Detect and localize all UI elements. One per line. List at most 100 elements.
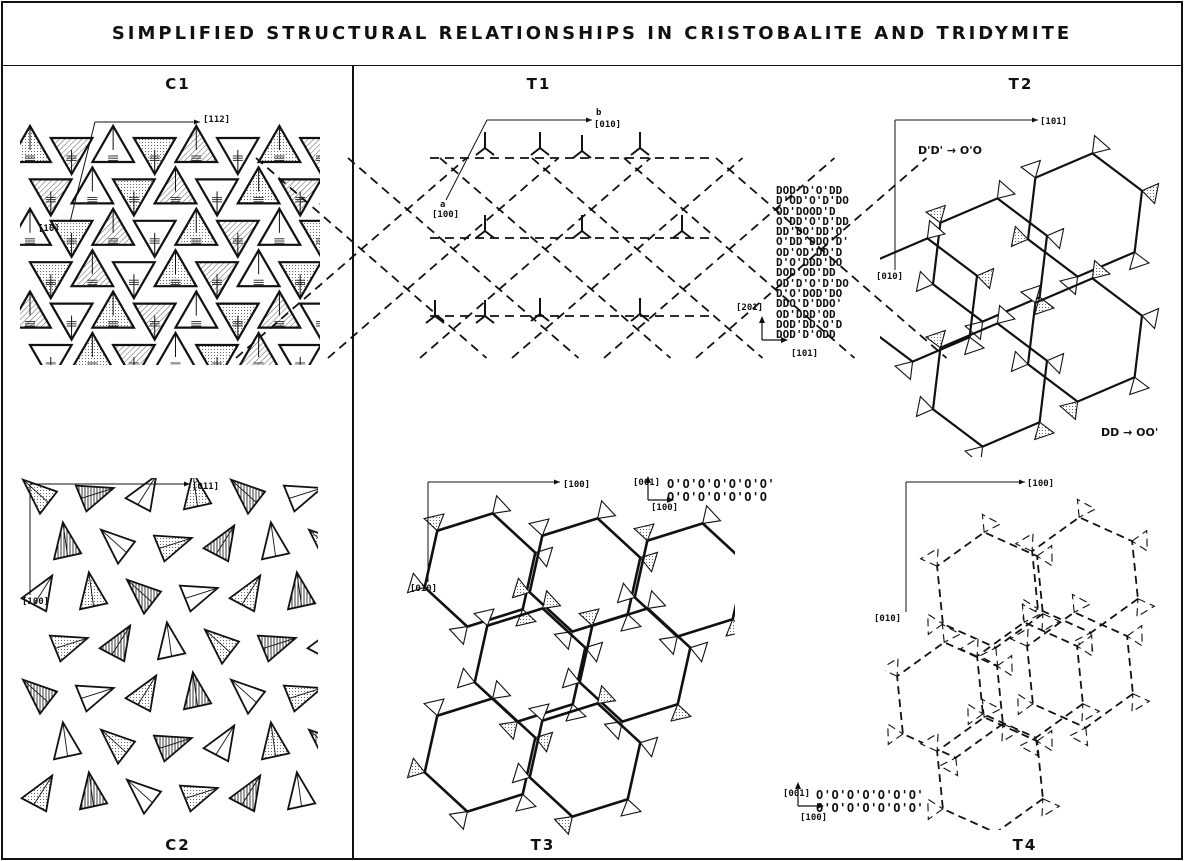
- c2-tetrahedron-edge: [296, 572, 303, 607]
- t1-net-line: [235, 157, 468, 359]
- t2-note-bottom: DD → OO': [1101, 426, 1159, 439]
- t4-tetrahedron: [1014, 532, 1034, 553]
- c2-tetrahedron-edge: [137, 478, 156, 505]
- t1-net-line: [255, 157, 488, 359]
- c1-tetrahedron: [20, 123, 53, 164]
- c2-tetrahedron: [286, 569, 317, 611]
- c2-tetrahedron-edge: [262, 637, 296, 649]
- c1-tetrahedron: [9, 374, 51, 410]
- c1-tetrahedron: [319, 285, 320, 288]
- c2-tetrahedron-edge: [270, 722, 277, 757]
- t3-ring: [423, 511, 537, 629]
- t1-tripod-marker: [530, 132, 550, 156]
- c2-tetrahedron-edge: [80, 687, 114, 699]
- t3-tetrahedron: [527, 703, 550, 722]
- t3-tetrahedron: [616, 582, 636, 604]
- t3-tetrahedron: [527, 518, 550, 537]
- t1-net-line: [715, 157, 948, 359]
- t1-tripod-marker: [475, 132, 495, 156]
- stack-axis-arrows: [759, 316, 788, 343]
- c2-tetrahedron-edge: [100, 529, 127, 553]
- c2-axis-vertical-label: [100]: [22, 597, 50, 607]
- t4-tetrahedron: [1136, 597, 1156, 618]
- c2-tetrahedron: [227, 773, 262, 813]
- t1-stack-axis-horizontal-label: [101]: [791, 349, 819, 359]
- panel-label-t2: T2: [1008, 75, 1034, 93]
- c2-tetrahedron: [227, 573, 262, 613]
- c1-tetrahedron: [113, 428, 155, 464]
- t1-tripod-marker: [425, 300, 445, 324]
- t3-axis-vertical-label: [010]: [410, 584, 438, 594]
- t2-axis-horizontal-label: [101]: [1040, 117, 1068, 127]
- c1-tetrahedron: [319, 202, 320, 205]
- c2-tetrahedron-edge: [158, 737, 192, 749]
- t2-tetrahedron: [924, 329, 947, 349]
- t3-tetrahedron: [596, 499, 617, 520]
- t1-net-line: [419, 157, 652, 359]
- t1-net-line: [603, 157, 836, 359]
- t1-stack-axis-vertical-label: [201]: [736, 303, 764, 313]
- t1-net-line: [531, 157, 764, 359]
- t3-tetrahedron: [701, 504, 722, 525]
- t2-tetrahedron: [1058, 400, 1079, 421]
- t2-tetrahedron: [846, 312, 863, 332]
- t3-tetrahedron: [670, 703, 693, 722]
- t4-tetrahedron: [1131, 692, 1151, 713]
- c2-tetrahedron: [305, 639, 318, 655]
- c2-tetrahedron: [78, 769, 109, 811]
- t4-tetrahedron: [927, 613, 944, 636]
- c2-tetrahedron: [19, 573, 54, 613]
- t3-tetrahedron: [603, 720, 624, 741]
- c2-tetrahedron: [52, 519, 83, 561]
- c2-tetrahedron-edge: [62, 522, 69, 557]
- c1-tetrahedron: [277, 343, 320, 365]
- t3-axis-arrows: [427, 479, 560, 582]
- t4-tetrahedron: [927, 798, 944, 821]
- t3-ring: [473, 606, 587, 724]
- t2-tetrahedron: [926, 219, 947, 240]
- t3-tetrahedron: [632, 523, 655, 542]
- t3-tetrahedron: [448, 810, 469, 831]
- c2-tetrahedron: [19, 773, 54, 813]
- c1-tetrahedron: [134, 386, 176, 422]
- c2-tetrahedron: [97, 623, 132, 663]
- t2-tetrahedron: [1046, 227, 1065, 250]
- c2-tetrahedron-edge: [80, 487, 114, 499]
- c1-axis-vertical-label: [1̅0]: [38, 224, 60, 234]
- c2-tetrahedron-edge: [320, 626, 338, 655]
- c2-tetrahedron: [52, 719, 83, 761]
- c2-tetrahedron-edge: [215, 725, 235, 755]
- c2-tetrahedron-edge: [54, 637, 88, 649]
- t4-tetrahedron: [1036, 729, 1053, 752]
- t2-tetrahedron: [915, 395, 934, 418]
- t3-tetrahedron: [491, 494, 512, 515]
- t4-tetrahedron: [1017, 693, 1034, 716]
- c1-axis-horizontal-label: [112]: [203, 115, 231, 125]
- t1-net-line: [695, 157, 928, 359]
- c1-tetrahedron: [279, 428, 321, 464]
- t1-net-line: [623, 157, 856, 359]
- t3-stack-axis-vertical-label: [001]: [633, 478, 661, 488]
- t3-stack-axis-horizontal-label: [100]: [651, 503, 679, 513]
- t3-tetrahedron: [515, 793, 538, 812]
- c2-tetrahedron-edge: [193, 478, 199, 507]
- t2-tetrahedron: [856, 246, 875, 263]
- t3-tetrahedron: [448, 625, 469, 646]
- t4-tetrahedron: [1009, 627, 1029, 648]
- t3-tetrahedron: [561, 667, 581, 689]
- t4-stack-axis-vertical-label: [001]: [783, 789, 811, 799]
- t1-tripod-marker: [572, 215, 592, 239]
- t2-tetrahedron: [963, 445, 984, 457]
- t2-axis-vertical-label: [010]: [876, 272, 904, 282]
- t3-axis-horizontal-label: [100]: [563, 480, 591, 490]
- t4-tetrahedron: [967, 703, 984, 726]
- c1-tetrahedron: [20, 206, 53, 246]
- t4-tetrahedron: [1041, 797, 1061, 818]
- t4-tetrahedron: [938, 756, 959, 777]
- t4-tetrahedron: [1021, 603, 1042, 624]
- t3-tetrahedron: [646, 589, 667, 610]
- c2-tetrahedron-edge: [126, 779, 153, 803]
- t3-tetrahedron: [553, 815, 574, 836]
